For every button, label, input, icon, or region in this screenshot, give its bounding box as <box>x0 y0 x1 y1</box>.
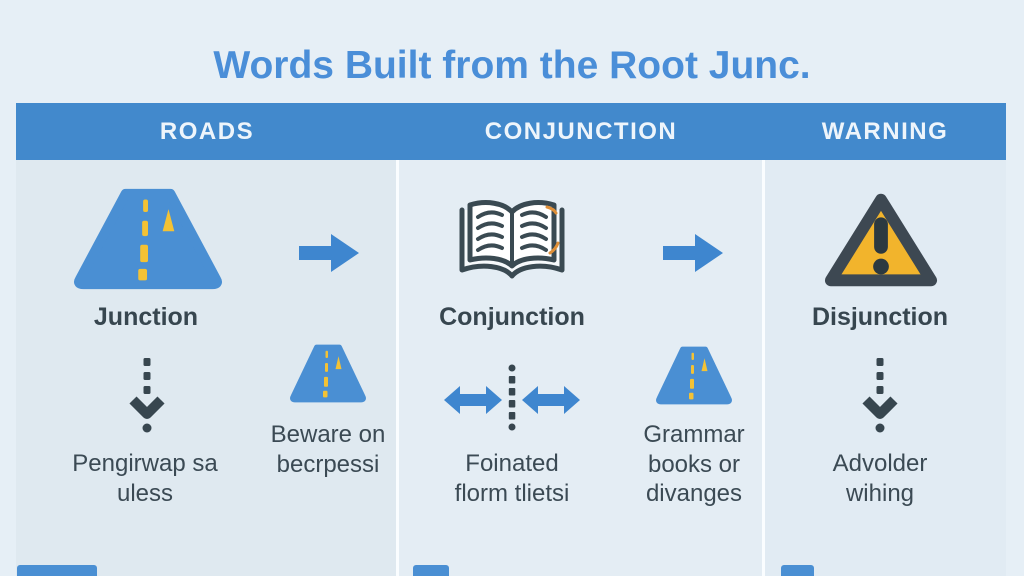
page-title: Words Built from the Root Junc. <box>213 44 811 87</box>
warning-result-caption: Advolder wihing <box>798 449 962 508</box>
column-header-roads: ROADS <box>159 118 255 145</box>
right-arrow-icon <box>663 231 725 275</box>
caption-line: florm tlietsi <box>454 479 570 507</box>
caption-line: books or <box>647 450 741 478</box>
roads-result-caption: Pengirwap sa uless <box>25 449 265 508</box>
caption-line: uless <box>116 479 174 507</box>
column-header-warning: WARNING <box>821 118 949 145</box>
diverging-arrows-icon <box>442 363 582 433</box>
small-road-icon <box>288 343 368 404</box>
dashed-down-arrow-icon <box>123 356 171 434</box>
caption-line: divanges <box>645 480 743 507</box>
small-road-icon <box>654 345 734 406</box>
caption-line: Pengirwap sa <box>72 450 218 477</box>
next-row-peek <box>781 565 814 576</box>
junction-label: Junction <box>93 303 199 331</box>
caption-line: Beware on <box>270 421 386 448</box>
next-row-peek <box>17 565 97 576</box>
column-header-conjunction: CONJUNCTION <box>484 118 678 145</box>
caption-line: Advolder <box>832 450 928 477</box>
disjunction-label: Disjunction <box>811 303 949 331</box>
conjunction-label: Conjunction <box>439 303 585 331</box>
conjunction-result-caption: Foinated florm tlietsi <box>427 449 597 508</box>
caption-line: becrpessi <box>276 450 380 478</box>
header-bar: ROADS CONJUNCTION WARNING <box>16 103 1006 160</box>
dashed-down-arrow-icon <box>856 356 904 434</box>
roads-note-caption: Beware on becrpessi <box>247 420 409 479</box>
open-book-icon <box>452 196 572 292</box>
column-divider <box>396 160 399 576</box>
next-row-peek <box>413 565 449 576</box>
warning-triangle-icon <box>822 187 940 293</box>
caption-line: wihing <box>845 479 915 507</box>
caption-line: Foinated <box>465 450 559 477</box>
right-arrow-icon <box>299 231 361 275</box>
column-divider <box>762 160 765 576</box>
caption-line: Grammar <box>643 421 745 448</box>
road-icon <box>70 186 226 292</box>
conjunction-note-caption: Grammar books or divanges <box>614 420 774 509</box>
